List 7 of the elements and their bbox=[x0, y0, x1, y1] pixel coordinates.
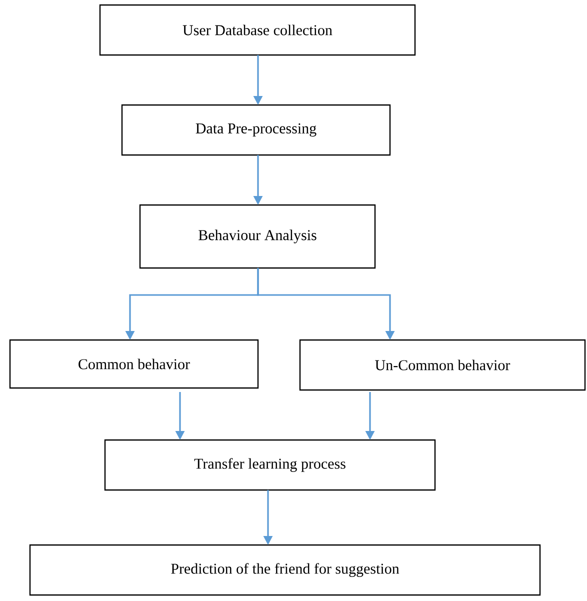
process-box: Common behavior bbox=[9, 339, 259, 389]
process-box: Data Pre-processing bbox=[121, 104, 391, 156]
process-box: User Database collection bbox=[99, 4, 416, 56]
process-box: Prediction of the friend for suggestion bbox=[29, 544, 541, 596]
process-box: Behaviour Analysis bbox=[139, 204, 376, 269]
process-box: Transfer learning process bbox=[104, 439, 436, 491]
process-box: Un-Common behavior bbox=[299, 339, 586, 391]
